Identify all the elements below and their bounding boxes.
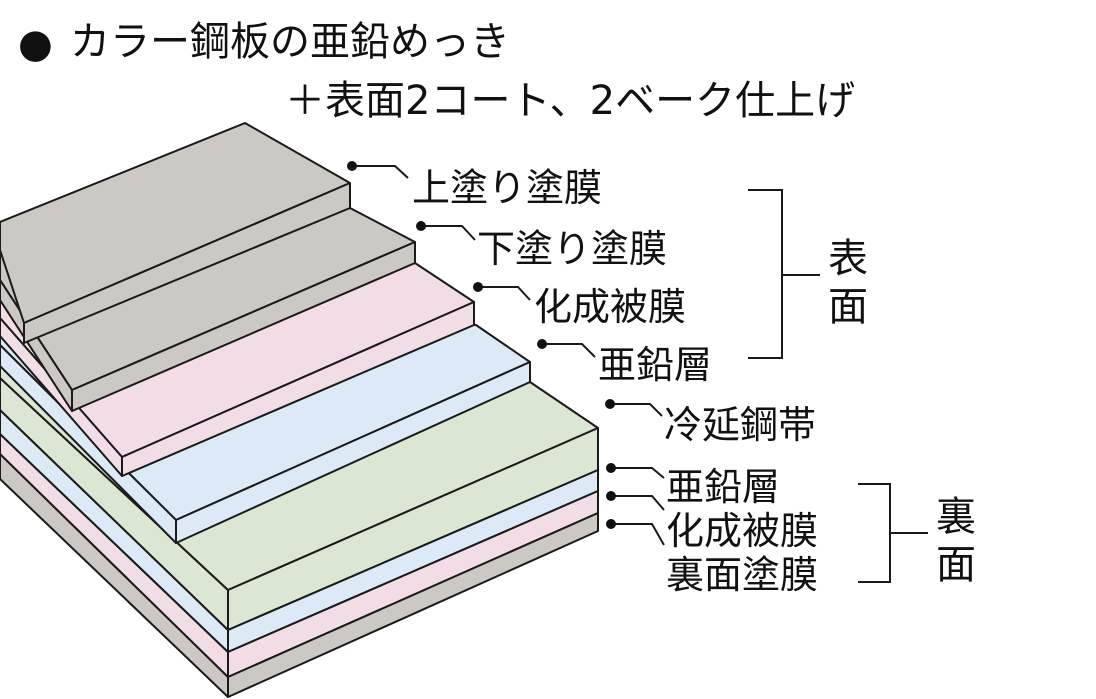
back-coat-front-face — [227, 512, 599, 698]
front-group-label-1: 表 — [828, 236, 868, 282]
leader-dot-zinc-back — [606, 463, 616, 473]
back-group-label-2: 面 — [936, 542, 976, 588]
left-faces — [0, 377, 229, 698]
title-bullet: ● — [18, 21, 53, 67]
leader-top-coat — [352, 165, 409, 179]
label-zinc-back: 亜鉛層 — [666, 465, 780, 509]
leader-back-coat — [611, 523, 665, 546]
back-group-label-1: 裏 — [936, 494, 976, 540]
primer-left-face — [0, 279, 73, 412]
label-primer: 下塗り塗膜 — [477, 227, 667, 271]
label-steel: 冷延鋼帯 — [664, 403, 816, 447]
leader-dot-top-coat — [347, 161, 357, 171]
label-top-coat: 上塗り塗膜 — [412, 166, 602, 210]
leader-lines — [352, 165, 665, 546]
title-line-2: ＋表面2コート、2ベーク仕上げ — [285, 78, 855, 124]
leader-zinc-front — [542, 343, 596, 358]
label-back-coat: 裏面塗膜 — [666, 553, 818, 597]
leader-zinc-back — [611, 467, 665, 479]
label-conversion-front: 化成被膜 — [534, 285, 686, 329]
conversion-left-face — [0, 317, 123, 477]
leader-dot-zinc-front — [537, 339, 547, 349]
leader-dot-back-coat — [606, 519, 616, 529]
leader-steel — [610, 403, 663, 417]
leader-dots — [347, 161, 616, 529]
front-group-bracket — [748, 189, 820, 359]
title-line-1: カラー鋼板の亜鉛めっき — [70, 19, 510, 65]
back-group-bracket — [858, 483, 928, 583]
front-group-label-2: 面 — [828, 284, 868, 330]
leader-conversion-front — [478, 286, 531, 301]
label-zinc-front: 亜鉛層 — [598, 343, 712, 387]
leader-dot-steel — [605, 399, 615, 409]
leader-dot-conversion-back — [606, 491, 616, 501]
leader-primer — [421, 225, 476, 241]
front-bracket-line — [748, 189, 783, 359]
leader-dot-conversion-front — [473, 282, 483, 292]
label-conversion-back: 化成被膜 — [666, 509, 818, 553]
leader-conversion-back — [611, 495, 665, 511]
back-bracket-line — [858, 483, 891, 583]
top-coat-front-face — [23, 182, 351, 344]
leader-dot-primer — [416, 221, 426, 231]
